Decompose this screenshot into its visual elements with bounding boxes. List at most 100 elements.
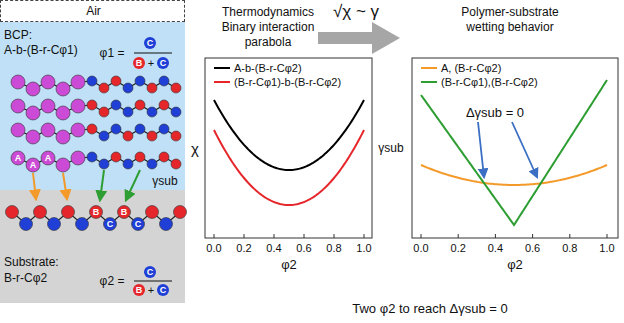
fraction-bar (134, 52, 172, 53)
node-text: Substrate: (4, 256, 59, 270)
bc-bead (135, 152, 145, 162)
legend-swatch (214, 81, 230, 83)
bc-bead (123, 83, 133, 93)
tick-label: 1.0 (356, 243, 371, 254)
bc-bead (171, 83, 181, 93)
curve (421, 80, 607, 225)
a-bead (56, 82, 70, 96)
chart-frame (205, 58, 372, 238)
tick-mark (334, 234, 335, 238)
tick-mark (458, 234, 459, 238)
tick-mark (607, 234, 608, 238)
substrate-box: Substrate: B-r-Cφ2 (0, 190, 185, 303)
a-bead (26, 106, 40, 120)
bc-bead (159, 124, 169, 134)
bc-bead (99, 83, 109, 93)
fraction-bead (144, 266, 156, 278)
curve (214, 100, 364, 170)
a-bead (26, 130, 40, 144)
bead-letter: C (147, 39, 154, 48)
tick-label: 0.6 (525, 243, 540, 254)
a-bead (41, 151, 55, 165)
a-bead (56, 106, 70, 120)
a-bead (56, 158, 70, 172)
axis-label: γsub (378, 142, 403, 154)
bc-bead (135, 100, 145, 110)
tick-label: 0.8 (562, 243, 577, 254)
bead-letter: B (136, 59, 143, 68)
bc-bead (171, 131, 181, 141)
substrate-bead (160, 218, 173, 231)
node-text: A-b-(B-r-Cφ1) (4, 44, 78, 58)
bc-bead (159, 100, 169, 110)
bc-bead (147, 107, 157, 117)
legend-text: (B-r-Cφ1),(B-r-Cφ2) (441, 76, 538, 89)
interaction-arrow (100, 170, 104, 200)
a-bead (71, 123, 85, 137)
bead-letter: A (30, 161, 37, 170)
fraction-label: φ1 = (100, 47, 125, 59)
a-bead (56, 130, 70, 144)
bc-bead (99, 107, 109, 117)
tick-label: 1.0 (599, 243, 614, 254)
legend-swatch (421, 67, 437, 69)
substrate-bead (90, 206, 103, 219)
fraction-label: + (148, 285, 154, 296)
bc-bead (159, 152, 169, 162)
legend-swatch (421, 81, 437, 83)
substrate-bead (34, 206, 47, 219)
tick-label: 0.4 (488, 243, 503, 254)
bc-bead (159, 76, 169, 86)
interaction-arrow (63, 173, 67, 199)
legend-entry: A-b-(B-r-Cφ2) (214, 61, 302, 75)
bc-bead (135, 76, 145, 86)
heading-text: Binary interaction (222, 21, 315, 33)
a-bead (11, 99, 25, 113)
bead-letter: C (160, 286, 167, 295)
bcp-region (0, 22, 185, 190)
caption-note: Two φ2 to reach Δγsub = 0 (352, 302, 508, 315)
bead-letter: C (160, 59, 167, 68)
bc-bead (111, 76, 121, 86)
substrate-bead (20, 218, 33, 231)
fraction-bead (133, 284, 145, 296)
fraction-label: φ2 = (100, 275, 125, 287)
heading-text: Thermodynamics (222, 6, 314, 18)
substrate-bead (62, 206, 75, 219)
a-bead (11, 75, 25, 89)
bead-letter: B (136, 286, 143, 295)
bc-bead (147, 131, 157, 141)
interaction-arrow (126, 170, 140, 200)
a-bead (71, 99, 85, 113)
bc-bead (111, 152, 121, 162)
legend-swatch (214, 67, 230, 69)
bc-bead (123, 107, 133, 117)
fraction-bead (144, 37, 156, 49)
bc-bead (99, 131, 109, 141)
fraction-bead (157, 57, 169, 69)
bc-bead (99, 159, 109, 169)
axis-label: χ (191, 141, 199, 156)
tick-mark (495, 234, 496, 238)
legend-entry: (B-r-Cφ1),(B-r-Cφ2) (421, 75, 538, 89)
fraction-bar (134, 280, 172, 281)
bead-letter: C (135, 220, 142, 229)
tick-label: 0.8 (326, 243, 341, 254)
substrate-region (0, 190, 185, 303)
tick-mark (569, 234, 570, 238)
node-text: B-r-Cφ2 (4, 272, 47, 286)
substrate-bead (76, 218, 89, 231)
bc-bead (111, 100, 121, 110)
air-box: Air (0, 0, 185, 22)
a-bead (41, 99, 55, 113)
substrate-bead (174, 206, 187, 219)
pointer-arrow (478, 122, 484, 177)
substrate-bead (118, 206, 131, 219)
bc-bead (135, 124, 145, 134)
bcp-region-box: BCP:A-b-(B-r-Cφ1) (0, 22, 185, 190)
a-bead (71, 151, 85, 165)
tick-label: 0.2 (451, 243, 466, 254)
axis-label: φ2 (281, 258, 297, 271)
tick-mark (304, 234, 305, 238)
